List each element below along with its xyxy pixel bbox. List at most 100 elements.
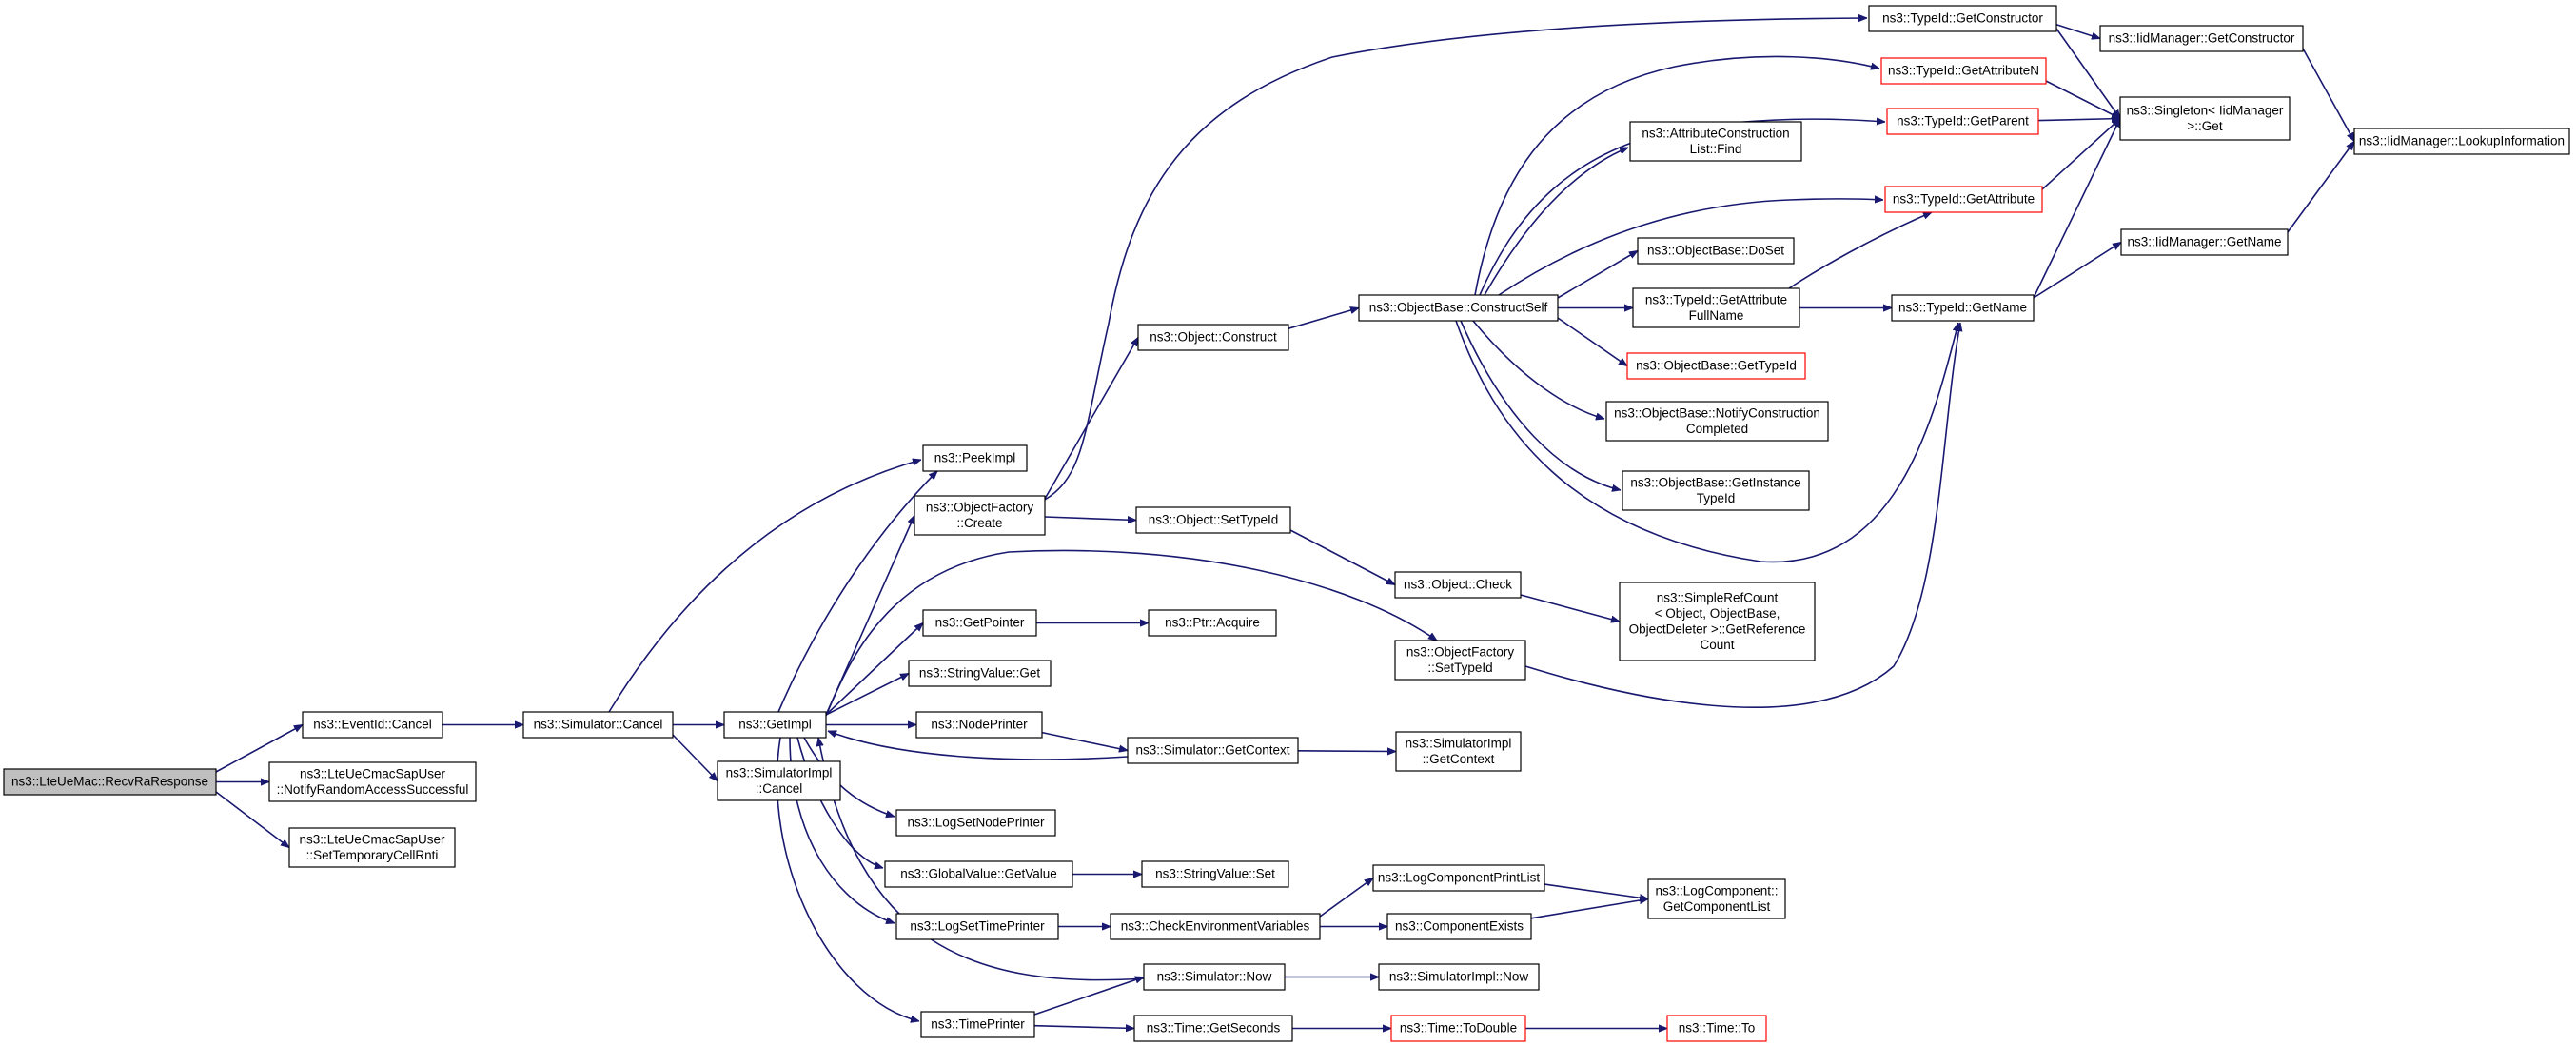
node-simimplcancel[interactable]: ns3::SimulatorImpl::Cancel bbox=[717, 760, 841, 801]
node-getimpl[interactable]: ns3::GetImpl bbox=[723, 711, 827, 739]
node-tigetconstr[interactable]: ns3::TypeId::GetConstructor bbox=[1868, 5, 2057, 32]
node-logcompprint[interactable]: ns3::LogComponentPrintList bbox=[1372, 864, 1545, 892]
node-box bbox=[1358, 294, 1559, 322]
node-timegetsec[interactable]: ns3::Time::GetSeconds bbox=[1133, 1015, 1293, 1042]
node-box bbox=[2099, 25, 2304, 52]
node-nodeprinter[interactable]: ns3::NodePrinter bbox=[915, 711, 1043, 739]
node-notifyconstr[interactable]: ns3::ObjectBase::NotifyConstructionCompl… bbox=[1605, 401, 1829, 442]
edge-ofcreate-to-objsettypeid bbox=[1044, 517, 1136, 521]
node-box bbox=[895, 913, 1059, 940]
node-simcancel[interactable]: ns3::Simulator::Cancel bbox=[522, 711, 674, 739]
node-tigetattr[interactable]: ns3::TypeId::GetAttribute bbox=[1884, 186, 2043, 213]
node-box bbox=[302, 711, 443, 739]
edge-getimpl-to-logsetnode bbox=[803, 737, 895, 817]
node-box bbox=[1372, 864, 1545, 892]
node-box bbox=[1637, 237, 1795, 265]
node-iidlookup[interactable]: ns3::IidManager::LookupInformation bbox=[2353, 128, 2570, 155]
node-box bbox=[1666, 1015, 1767, 1042]
node-strset[interactable]: ns3::StringValue::Set bbox=[1141, 860, 1289, 888]
node-label-line: ns3::Object::Check bbox=[1404, 578, 1512, 592]
node-label-line: ns3::LogComponentPrintList bbox=[1378, 871, 1541, 885]
node-simnow[interactable]: ns3::Simulator::Now bbox=[1143, 963, 1286, 991]
node-box bbox=[1626, 352, 1806, 380]
node-label-line: ns3::StringValue::Set bbox=[1155, 867, 1275, 881]
node-label-line: Completed bbox=[1686, 422, 1748, 436]
edge-simcancel-to-simimplcancel bbox=[672, 734, 718, 781]
node-iidgetname[interactable]: ns3::IidManager::GetName bbox=[2120, 228, 2289, 256]
node-box bbox=[1141, 860, 1289, 888]
node-doset[interactable]: ns3::ObjectBase::DoSet bbox=[1637, 237, 1795, 265]
node-box bbox=[1622, 470, 1810, 511]
node-evcancel[interactable]: ns3::EventId::Cancel bbox=[302, 711, 443, 739]
node-label-line: ns3::LteUeMac::RecvRaResponse bbox=[11, 775, 208, 789]
node-strget[interactable]: ns3::StringValue::Get bbox=[908, 660, 1052, 687]
node-timeto[interactable]: ns3::Time::To bbox=[1666, 1015, 1767, 1042]
node-label-line: ::Create bbox=[956, 516, 1002, 530]
node-objsettypeid[interactable]: ns3::Object::SetTypeId bbox=[1135, 506, 1291, 534]
node-logsettime[interactable]: ns3::LogSetTimePrinter bbox=[895, 913, 1059, 940]
edge-objconstruct-to-constructself bbox=[1288, 308, 1359, 329]
node-ptracquire[interactable]: ns3::Ptr::Acquire bbox=[1148, 609, 1277, 637]
node-logcomplist[interactable]: ns3::LogComponent::GetComponentList bbox=[1647, 878, 1786, 919]
node-label-line: List::Find bbox=[1690, 142, 1742, 156]
node-box bbox=[1629, 121, 1802, 162]
node-box bbox=[908, 660, 1052, 687]
node-simimplgetctx[interactable]: ns3::SimulatorImpl::GetContext bbox=[1395, 731, 1522, 772]
node-recv[interactable]: ns3::LteUeMac::RecvRaResponse bbox=[3, 768, 217, 796]
node-ofsettypeid[interactable]: ns3::ObjectFactory::SetTypeId bbox=[1394, 640, 1526, 681]
node-singleton[interactable]: ns3::Singleton< IidManager >::Get bbox=[2119, 96, 2291, 141]
node-label-line: ns3::TypeId::GetName bbox=[1898, 301, 2027, 315]
node-peekimpl[interactable]: ns3::PeekImpl bbox=[922, 444, 1028, 472]
node-tigetparent[interactable]: ns3::TypeId::GetParent bbox=[1886, 108, 2039, 135]
node-tigetattrn[interactable]: ns3::TypeId::GetAttributeN bbox=[1880, 57, 2047, 85]
node-label-line: ns3::LogSetNodePrinter bbox=[907, 816, 1045, 830]
node-settemp[interactable]: ns3::LteUeCmacSapUser::SetTemporaryCellR… bbox=[288, 827, 456, 868]
edge-constructself-to-getinstance bbox=[1460, 320, 1621, 490]
node-box bbox=[1884, 186, 2043, 213]
node-timetodouble[interactable]: ns3::Time::ToDouble bbox=[1390, 1015, 1526, 1042]
node-timeprinter[interactable]: ns3::TimePrinter bbox=[920, 1011, 1035, 1038]
node-box bbox=[920, 1011, 1035, 1038]
node-box bbox=[895, 809, 1056, 837]
node-label-line: ns3::ComponentExists bbox=[1395, 919, 1524, 934]
node-objcheck[interactable]: ns3::Object::Check bbox=[1394, 571, 1522, 599]
node-iidgetconstr[interactable]: ns3::IidManager::GetConstructor bbox=[2099, 25, 2304, 52]
node-box bbox=[2120, 228, 2289, 256]
node-label-line: ns3::SimulatorImpl::Now bbox=[1389, 970, 1529, 984]
node-label-line: ns3::ObjectBase::ConstructSelf bbox=[1369, 301, 1548, 315]
node-label-line: ns3::Simulator::Cancel bbox=[534, 718, 663, 732]
edge-getimpl-to-ofsettypeid bbox=[825, 549, 1437, 717]
node-objconstruct[interactable]: ns3::Object::Construct bbox=[1137, 324, 1289, 351]
node-label-line: ns3::EventId::Cancel bbox=[313, 718, 432, 732]
edge-ofcreate-to-objconstruct bbox=[1044, 338, 1139, 500]
node-simplerefcount[interactable]: ns3::SimpleRefCount< Object, ObjectBase,… bbox=[1619, 582, 1816, 661]
node-box bbox=[1148, 609, 1277, 637]
node-box bbox=[723, 711, 827, 739]
node-label-line: ns3::TypeId::GetAttribute bbox=[1645, 292, 1787, 306]
node-label-line: ns3::Time::To bbox=[1679, 1021, 1756, 1036]
node-constructself[interactable]: ns3::ObjectBase::ConstructSelf bbox=[1358, 294, 1559, 322]
node-label-line: ns3::TimePrinter bbox=[931, 1017, 1025, 1032]
node-tigetname[interactable]: ns3::TypeId::GetName bbox=[1891, 294, 2035, 322]
node-checkenv[interactable]: ns3::CheckEnvironmentVariables bbox=[1110, 913, 1321, 940]
node-ofcreate[interactable]: ns3::ObjectFactory::Create bbox=[914, 495, 1046, 536]
node-logsetnode[interactable]: ns3::LogSetNodePrinter bbox=[895, 809, 1056, 837]
edge-constructself-to-obgettypeid bbox=[1557, 317, 1627, 366]
node-label-line: GetComponentList bbox=[1663, 899, 1771, 914]
node-getpointer[interactable]: ns3::GetPointer bbox=[922, 609, 1037, 637]
node-simimplnow[interactable]: ns3::SimulatorImpl::Now bbox=[1378, 963, 1540, 991]
node-label-line: ns3::Simulator::Now bbox=[1157, 970, 1272, 984]
node-notify[interactable]: ns3::LteUeCmacSapUser::NotifyRandomAcces… bbox=[268, 761, 477, 802]
node-simgetctx[interactable]: ns3::Simulator::GetContext bbox=[1127, 737, 1299, 764]
node-obgettypeid[interactable]: ns3::ObjectBase::GetTypeId bbox=[1626, 352, 1806, 380]
node-gvget[interactable]: ns3::GlobalValue::GetValue bbox=[884, 860, 1073, 888]
edge-iidgetname-to-iidlookup bbox=[2287, 142, 2354, 233]
edge-constructself-to-tigetattr bbox=[1498, 199, 1883, 296]
edge-tigetattrfull-to-tigetattr bbox=[1788, 211, 1932, 289]
node-box bbox=[1135, 506, 1291, 534]
node-compexists[interactable]: ns3::ComponentExists bbox=[1386, 913, 1532, 940]
